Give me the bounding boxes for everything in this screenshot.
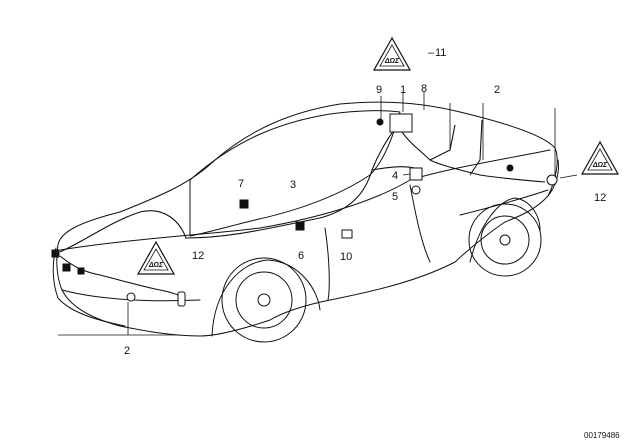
car-body-outline <box>56 101 558 337</box>
svg-text:ΔΩΣ: ΔΩΣ <box>592 162 608 169</box>
diagram-reference-number: 00179486 <box>584 431 620 440</box>
callout-12-right: 12 <box>594 192 606 204</box>
callout-4: 4 <box>392 170 398 182</box>
warning-triangle-top: ΔΩΣ <box>372 36 412 71</box>
warning-triangle-left: ΔΩΣ <box>136 240 176 275</box>
callout-2-bottom: 2 <box>124 345 130 357</box>
callout-7: 7 <box>238 178 244 190</box>
warning-triangle-right: ΔΩΣ <box>580 140 620 175</box>
callout-8: 8 <box>421 83 427 95</box>
front-wheel <box>221 257 307 343</box>
callout-9: 9 <box>376 84 382 96</box>
control-unit <box>389 113 413 133</box>
window-outline <box>189 110 401 237</box>
callout-5: 5 <box>392 191 398 203</box>
callout-10: 10 <box>340 251 352 263</box>
callout-2-top: 2 <box>494 84 500 96</box>
callout-1: 1 <box>400 84 406 96</box>
svg-text:ΔΩΣ: ΔΩΣ <box>148 262 164 269</box>
callout-11-label: 11 <box>435 47 446 59</box>
callout-3: 3 <box>290 179 296 191</box>
callout-6: 6 <box>298 250 304 262</box>
rear-wheel <box>468 203 542 277</box>
svg-text:ΔΩΣ: ΔΩΣ <box>384 58 400 65</box>
callout-11: – <box>428 47 435 59</box>
callout-12-left: 12 <box>192 250 204 262</box>
